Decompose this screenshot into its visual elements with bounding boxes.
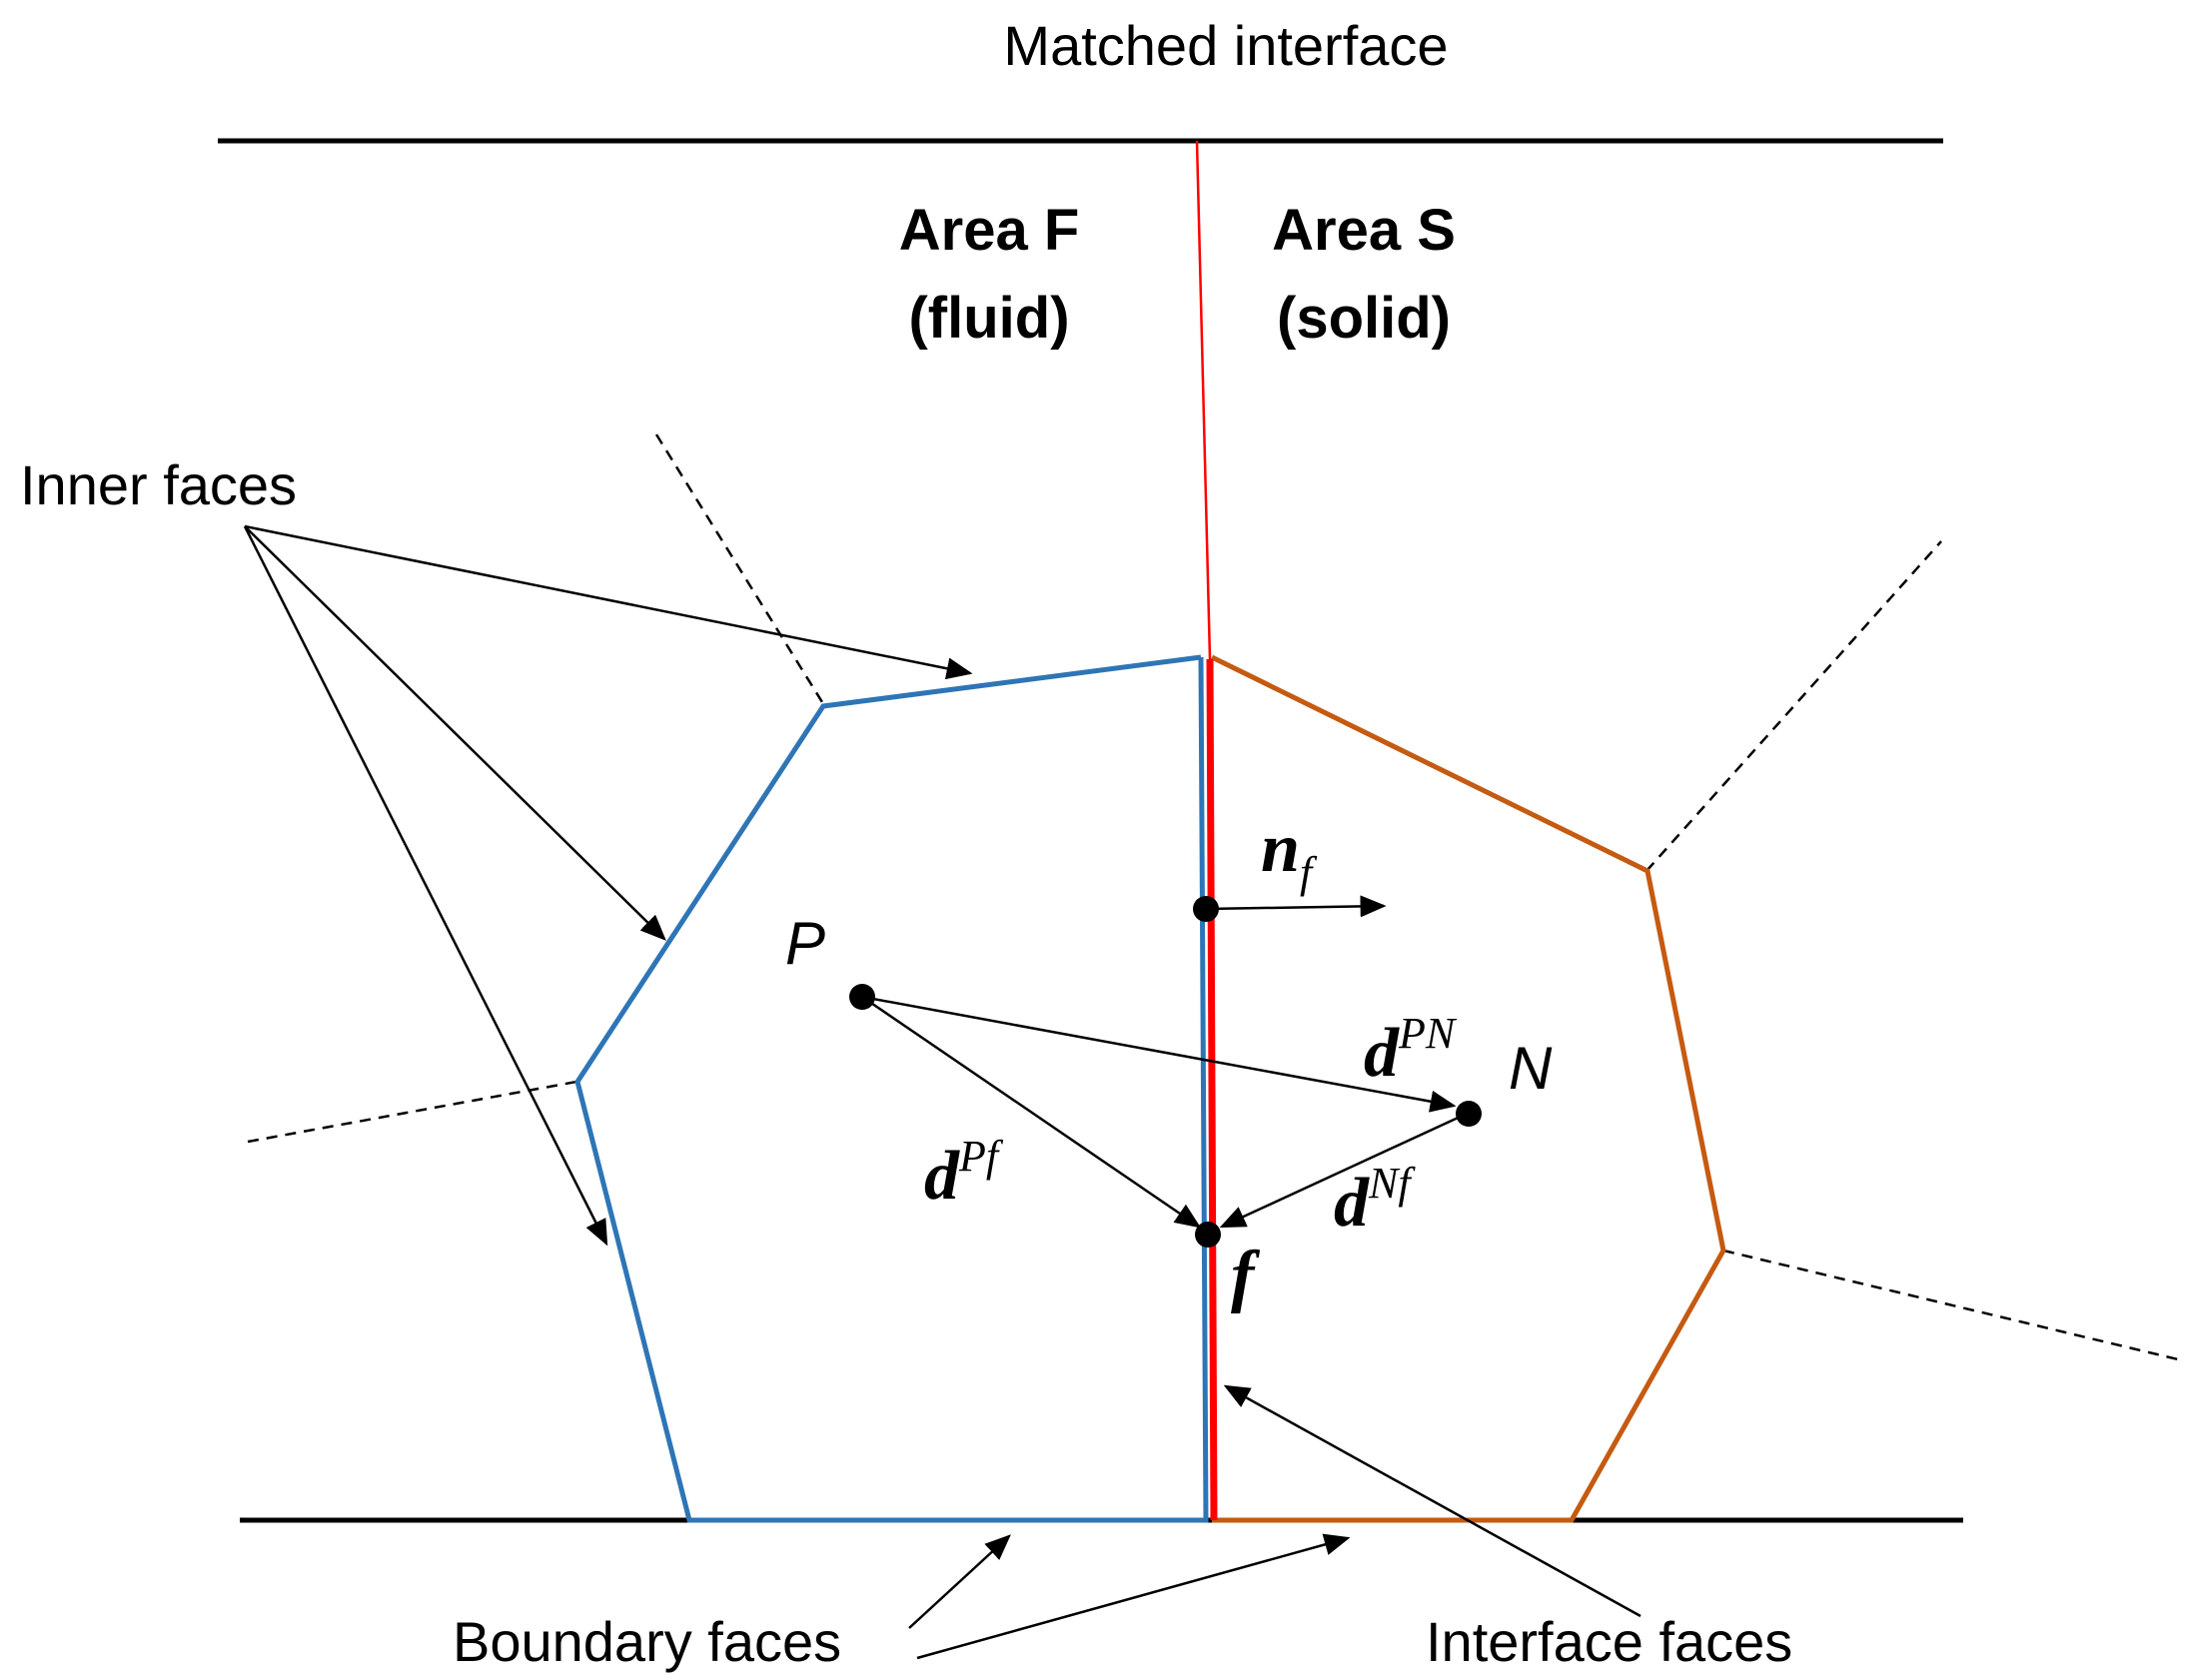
d-PN-arrow [861,995,1457,1113]
inner-face-arrow-bottom [243,525,608,1247]
point-f [1195,1222,1221,1248]
inner-faces-label: Inner faces [20,453,297,516]
point-P [849,984,875,1010]
d-Pf-superscript: Pf [958,1132,1004,1181]
fluid-cell-outline [574,654,1209,1523]
solid-cell-outline [1210,654,1726,1523]
area-fluid-title: Area F [899,198,1080,263]
boundary-face-arrow-left [908,1534,1011,1629]
label-d-Pf: dPf [924,1132,1004,1215]
interface-faces-label: Interface faces [1426,1610,1792,1673]
boundary-faces-label: Boundary faces [453,1610,841,1673]
d-PN-base: d [1364,1015,1400,1092]
inner-face-arrow-mid [244,525,666,941]
interface-face-arrow [1223,1384,1642,1618]
d-PN-superscript: PN [1398,1009,1458,1058]
dashed-face-upper-right [1645,540,1942,872]
matched-interface-line [1195,140,1212,660]
label-d-Nf: dNf [1334,1159,1416,1242]
diagram-title: Matched interface [1003,14,1448,77]
d-Pf-base: d [924,1138,960,1215]
point-face-top [1193,896,1219,922]
label-d-PN: dPN [1364,1009,1458,1092]
area-fluid-subtitle: (fluid) [908,286,1069,351]
label-n-f: nf [1261,810,1318,897]
n-f-base: n [1261,810,1300,887]
area-solid-subtitle: (solid) [1277,286,1451,351]
boundary-face-arrow-right [916,1533,1351,1660]
dashed-face-upper-left [654,433,824,703]
area-solid-title: Area S [1272,198,1456,263]
label-N: N [1509,1035,1553,1102]
d-Nf-base: d [1334,1165,1370,1242]
normal-vector-arrow [1205,895,1387,918]
dashed-face-left [247,1080,577,1144]
d-Pf-arrow [861,995,1202,1229]
point-N [1456,1101,1482,1127]
dashed-face-lower-right [1722,1249,2179,1361]
d-Nf-arrow [1219,1112,1468,1229]
d-Nf-superscript: Nf [1368,1159,1416,1208]
n-f-subscript: f [1300,848,1318,897]
label-f: f [1231,1238,1261,1314]
interface-face-red [1206,658,1218,1521]
inner-face-arrow-top [244,524,973,680]
label-P: P [785,910,825,977]
